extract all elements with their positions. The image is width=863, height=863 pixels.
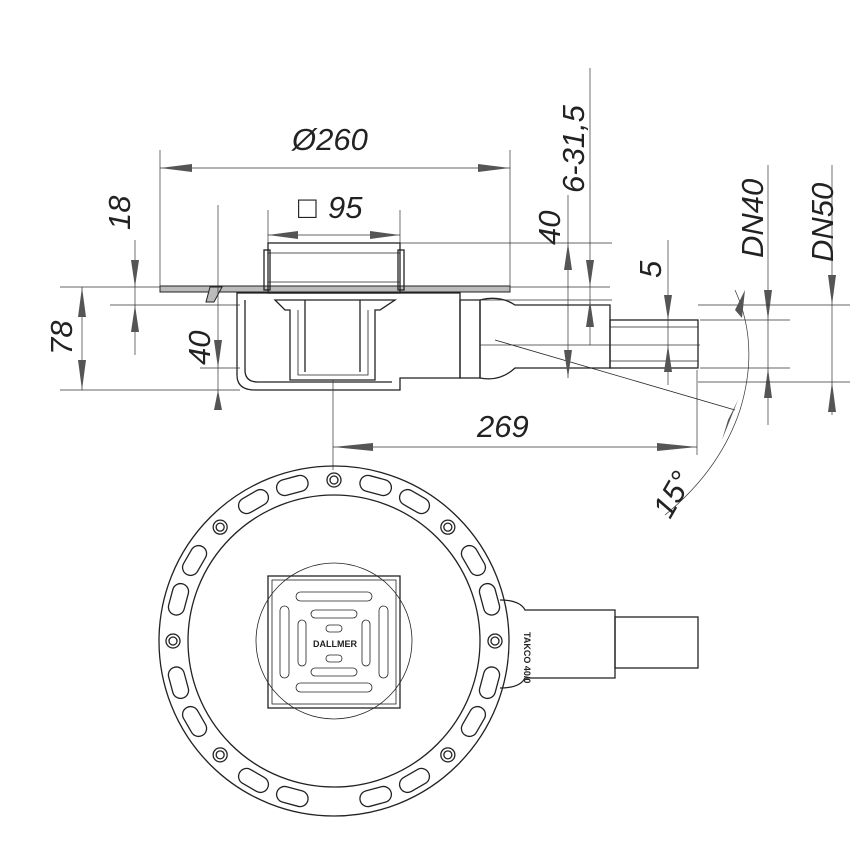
flange-outer xyxy=(158,465,510,817)
screw-hole xyxy=(326,472,342,488)
flange-slot xyxy=(460,705,487,738)
flange-slot xyxy=(398,767,431,794)
flange-slot xyxy=(167,582,190,616)
screw-hole xyxy=(168,636,178,646)
section-view xyxy=(159,242,736,470)
odour-trap xyxy=(273,299,398,381)
outlet-plan xyxy=(499,599,616,689)
plan-view: DALLMER TAKCO 40/0 xyxy=(158,465,699,817)
flange-slot xyxy=(359,474,393,497)
dim-40-right: 40 xyxy=(532,211,567,245)
screw-hole xyxy=(215,522,225,532)
dim-dn40: DN40 xyxy=(735,179,770,258)
flange-slot xyxy=(237,767,270,794)
screw-hole xyxy=(212,747,228,763)
screw-hole xyxy=(443,750,453,760)
screw-hole xyxy=(215,750,225,760)
dim-269: 269 xyxy=(476,409,529,444)
flange-slot xyxy=(275,474,309,497)
drain-body xyxy=(236,292,461,391)
screw-hole xyxy=(165,633,181,649)
dim-78: 78 xyxy=(44,320,79,355)
dim-5: 5 xyxy=(633,260,668,278)
grate xyxy=(267,575,401,709)
flange-slot xyxy=(237,488,270,515)
flange-slot xyxy=(275,785,309,808)
dim-square-symbol: □ xyxy=(298,190,317,225)
dim-40-left: 40 xyxy=(182,331,217,365)
dim-dn50: DN50 xyxy=(805,183,840,262)
screw-hole xyxy=(487,633,503,649)
brand-logo: DALLMER xyxy=(313,639,357,649)
screw-hole xyxy=(329,475,339,485)
flange-slot xyxy=(478,666,501,700)
flange-slot xyxy=(398,488,431,515)
outlet-marking: TAKCO 40/0 xyxy=(522,632,532,683)
flange-slot xyxy=(359,785,393,808)
screw-hole xyxy=(440,519,456,535)
outlet-pipe xyxy=(609,319,699,369)
screw-hole xyxy=(212,519,228,535)
flange-inner xyxy=(187,494,481,788)
flange-slot xyxy=(181,705,208,738)
screw-hole xyxy=(490,636,500,646)
flange-slot xyxy=(460,544,487,577)
grate-slots xyxy=(279,591,389,693)
flange-slot xyxy=(167,666,190,700)
outlet-pipe-plan xyxy=(614,616,699,669)
dim-diameter: Ø260 xyxy=(291,122,368,157)
dim-grate: 95 xyxy=(328,190,363,225)
slope-line xyxy=(494,339,736,411)
dim-adjust: 6-31,5 xyxy=(556,104,591,193)
dim-angle: 15° xyxy=(646,465,700,523)
dim-18: 18 xyxy=(102,195,137,230)
dimension-labels: Ø260 □ 95 18 78 40 40 6-31,5 5 DN40 DN50… xyxy=(44,104,840,523)
screw-hole xyxy=(440,747,456,763)
flange-slot xyxy=(181,544,208,577)
dimension-lines xyxy=(60,68,850,516)
flange-slot xyxy=(478,582,501,616)
screw-hole xyxy=(443,522,453,532)
